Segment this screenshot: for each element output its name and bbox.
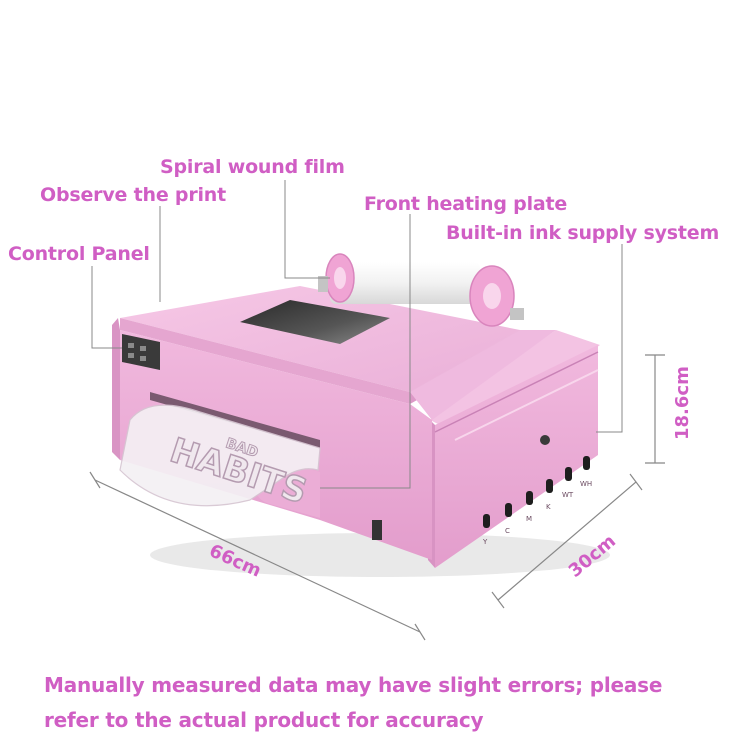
film-slot bbox=[150, 392, 320, 448]
callout-lines bbox=[91, 180, 623, 489]
dimension-lines bbox=[89, 354, 665, 641]
printed-film bbox=[119, 404, 321, 507]
ink-slot-label: K bbox=[546, 503, 551, 511]
observe-window bbox=[240, 300, 390, 344]
ink-slot-label: C bbox=[505, 527, 510, 535]
callout-front-heating-plate: Front heating plate bbox=[364, 193, 568, 215]
disclaimer-line-2: refer to the actual product for accuracy bbox=[44, 708, 484, 732]
callout-spiral-wound-film: Spiral wound film bbox=[160, 156, 345, 178]
ink-slot-label: M bbox=[526, 515, 532, 523]
printer-lid-edge bbox=[120, 318, 410, 404]
callout-observe-the-print: Observe the print bbox=[40, 184, 227, 206]
ink-slot-label: Y bbox=[482, 538, 488, 546]
disclaimer-line-1: Manually measured data may have slight e… bbox=[44, 673, 663, 697]
callout-builtin-ink-supply: Built-in ink supply system bbox=[446, 222, 720, 244]
ink-slot-label: WT bbox=[562, 491, 574, 499]
dim-height-label: 18.6cm bbox=[672, 366, 693, 440]
ink-box-front bbox=[435, 345, 598, 568]
callout-control-panel: Control Panel bbox=[8, 243, 150, 265]
floor-shadow bbox=[150, 533, 610, 577]
film-roll bbox=[330, 262, 480, 304]
measurement-disclaimer: Manually measured data may have slight e… bbox=[44, 668, 734, 738]
ink-box-knob bbox=[540, 435, 550, 445]
ink-slot-label: WH bbox=[580, 480, 592, 488]
ink-slots: Y C M K WT WH bbox=[482, 456, 592, 546]
